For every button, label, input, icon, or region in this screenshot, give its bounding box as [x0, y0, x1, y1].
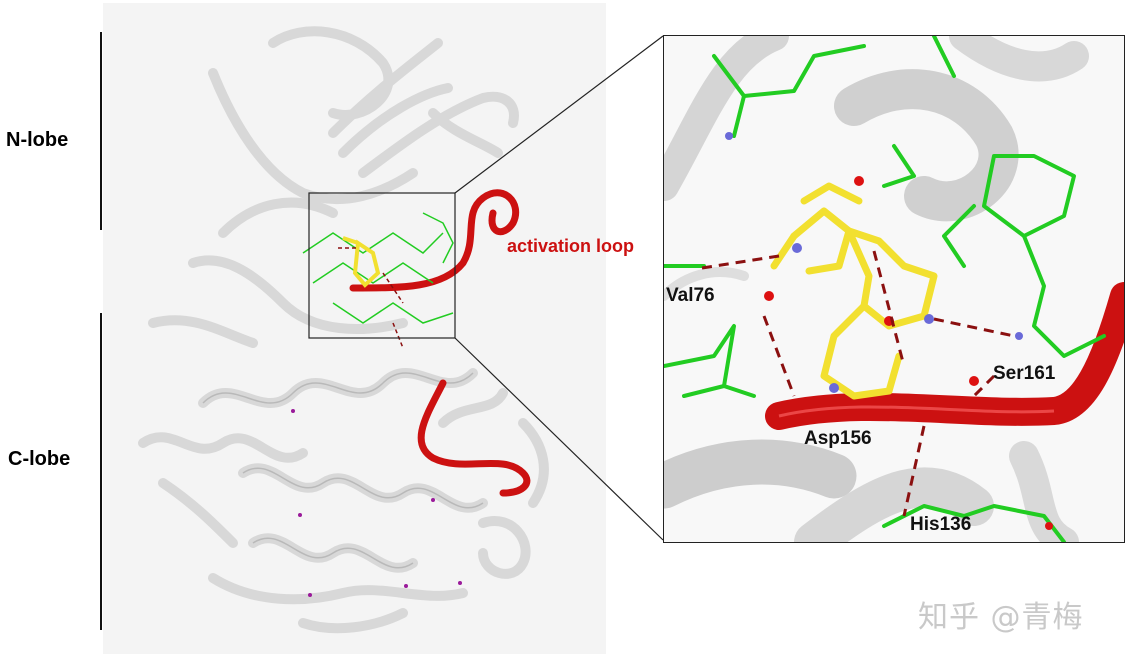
n-lobe-label: N-lobe	[6, 129, 69, 151]
kinase-ribbon-image	[138, 26, 549, 634]
c-lobe-label: C-lobe	[8, 448, 71, 470]
zoom-line-top	[454, 35, 664, 194]
binding-pocket-image	[664, 36, 1124, 542]
zoom-box	[308, 192, 456, 339]
zoom-line-bottom	[454, 337, 664, 541]
residue-label-his136: His136	[910, 514, 972, 535]
residue-label-asp156: Asp156	[804, 428, 872, 449]
residue-label-val76: Val76	[666, 285, 715, 306]
kinase-structure-panel	[103, 3, 606, 654]
activation-loop-label: activation loop	[507, 236, 635, 256]
binding-pocket-panel: Val76 Ser161 Asp156 His136	[663, 35, 1125, 543]
residue-label-ser161: Ser161	[993, 363, 1056, 384]
watermark: 知乎 @青梅	[918, 600, 1084, 635]
